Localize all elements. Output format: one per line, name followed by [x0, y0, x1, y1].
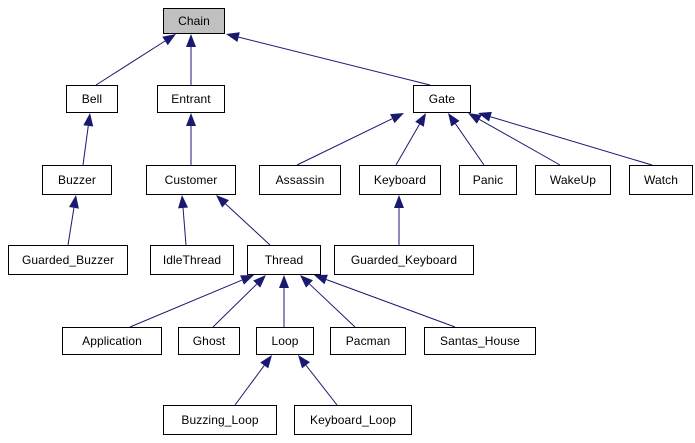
class-node-santas_house[interactable]: Santas_House: [424, 327, 536, 355]
class-node-loop[interactable]: Loop: [256, 327, 314, 355]
class-node-guarded_keyboard[interactable]: Guarded_Keyboard: [334, 245, 474, 275]
class-node-idlethread[interactable]: IdleThread: [150, 245, 234, 275]
class-node-bell[interactable]: Bell: [66, 85, 118, 113]
class-node-keyboard[interactable]: Keyboard: [359, 165, 441, 195]
class-node-customer[interactable]: Customer: [146, 165, 236, 195]
class-node-assassin[interactable]: Assassin: [259, 165, 341, 195]
class-node-buzzer[interactable]: Buzzer: [42, 165, 112, 195]
class-node-entrant[interactable]: Entrant: [157, 85, 225, 113]
class-node-guarded_buzzer[interactable]: Guarded_Buzzer: [8, 245, 128, 275]
class-node-ghost[interactable]: Ghost: [178, 327, 240, 355]
class-node-buzzing_loop[interactable]: Buzzing_Loop: [163, 405, 277, 435]
class-node-application[interactable]: Application: [62, 327, 162, 355]
class-node-gate[interactable]: Gate: [413, 85, 471, 113]
class-node-chain[interactable]: Chain: [163, 8, 225, 34]
class-node-panic[interactable]: Panic: [459, 165, 517, 195]
class-node-keyboard_loop[interactable]: Keyboard_Loop: [294, 405, 412, 435]
class-node-pacman[interactable]: Pacman: [330, 327, 406, 355]
class-node-wakeup[interactable]: WakeUp: [535, 165, 611, 195]
class-node-thread[interactable]: Thread: [247, 245, 321, 275]
class-node-watch[interactable]: Watch: [629, 165, 693, 195]
